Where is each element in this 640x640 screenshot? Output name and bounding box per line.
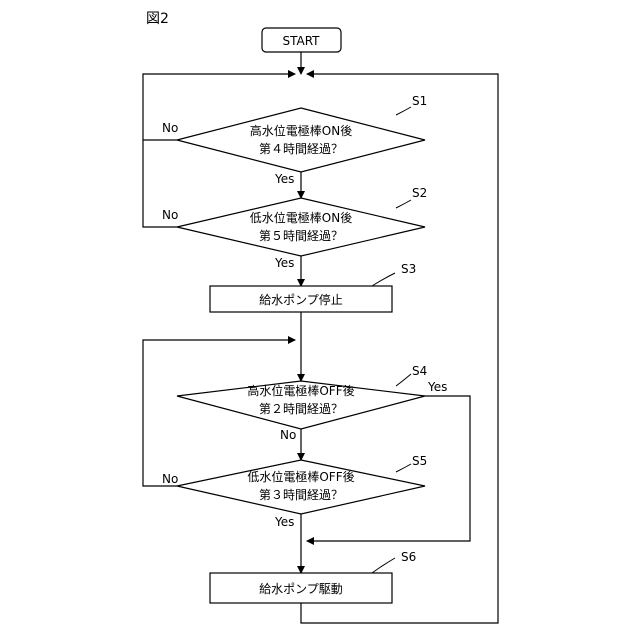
- s4-line2: 第２時間経過？: [259, 402, 343, 416]
- s5-line2: 第３時間経過？: [259, 488, 343, 502]
- s1-leader: [396, 107, 411, 115]
- s5-id: S5: [412, 454, 427, 468]
- s1-id: S1: [412, 94, 427, 108]
- s5-leader: [396, 464, 411, 472]
- s2-id: S2: [412, 186, 427, 200]
- decision-s5: [177, 460, 425, 514]
- s3-id: S3: [401, 262, 416, 276]
- s4-line1: 高水位電極棒OFF後: [247, 383, 354, 398]
- s4-leader: [396, 374, 411, 386]
- s3-text: 給水ポンプ停止: [259, 292, 343, 307]
- s5-line1: 低水位電極棒OFF後: [247, 469, 354, 484]
- s2-line2: 第５時間経過？: [259, 229, 343, 243]
- s1-no-label: No: [162, 121, 178, 135]
- decision-s1: [177, 108, 425, 172]
- s4-id: S4: [412, 364, 427, 378]
- s2-line1: 低水位電極棒ON後: [250, 210, 352, 225]
- figure-label: 図2: [146, 11, 169, 27]
- s1-line1: 高水位電極棒ON後: [250, 123, 352, 138]
- s1-yes-label: Yes: [274, 172, 294, 186]
- s2-no-label: No: [162, 208, 178, 222]
- s1-line2: 第４時間経過？: [259, 142, 343, 156]
- s4-no-label: No: [280, 428, 296, 442]
- s6-text: 給水ポンプ駆動: [259, 582, 343, 596]
- s4-yes-label: Yes: [427, 380, 447, 394]
- s2-leader: [396, 200, 411, 208]
- s6-leader: [372, 558, 395, 573]
- s5-no-label: No: [162, 472, 178, 486]
- decision-s2: [177, 198, 425, 256]
- s6-id: S6: [401, 550, 416, 564]
- start-label: START: [282, 34, 320, 48]
- s3-leader: [372, 273, 395, 286]
- s5-yes-label: Yes: [274, 515, 294, 529]
- s2-yes-label: Yes: [274, 256, 294, 270]
